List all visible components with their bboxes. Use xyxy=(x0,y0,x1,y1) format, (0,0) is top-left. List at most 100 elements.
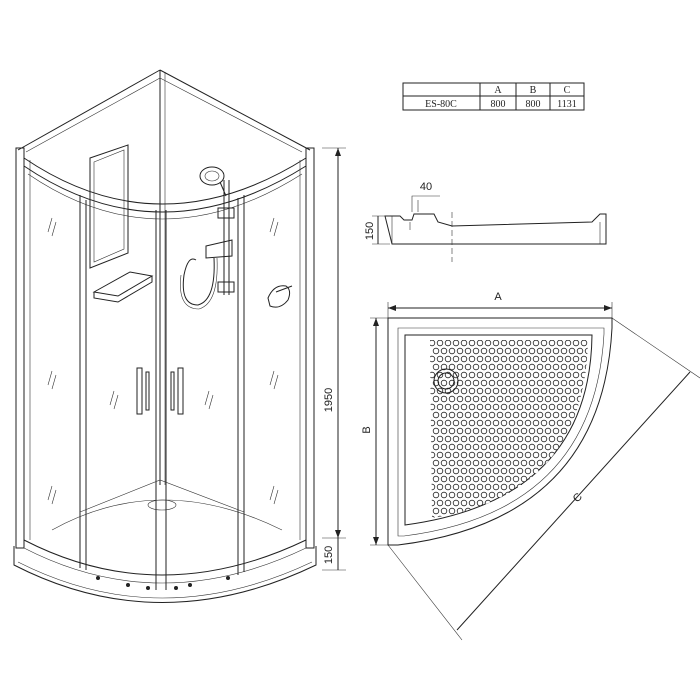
pattern-dot xyxy=(560,347,568,355)
pattern-dot xyxy=(524,340,532,347)
pattern-dot xyxy=(444,499,452,507)
pattern-dot xyxy=(492,451,500,459)
pattern-dot xyxy=(512,475,520,483)
pattern-dot xyxy=(540,451,548,459)
pattern-dot xyxy=(436,435,444,443)
pattern-dot xyxy=(524,419,532,427)
shower-cabin-drawing xyxy=(13,69,317,603)
pattern-dot xyxy=(552,443,560,451)
pattern-dot xyxy=(476,451,484,459)
pattern-dot xyxy=(456,411,464,419)
pattern-dot xyxy=(480,363,488,371)
pattern-dot xyxy=(452,340,460,347)
pattern-dot xyxy=(593,444,599,450)
pattern-dot xyxy=(544,443,552,451)
pattern-dot xyxy=(584,347,588,355)
pattern-dot xyxy=(585,524,591,530)
pattern-dot xyxy=(564,419,572,427)
pattern-dot xyxy=(536,379,544,387)
tray-top-view-drawing: A B C xyxy=(361,291,700,641)
pattern-dot xyxy=(544,459,552,467)
pattern-dot xyxy=(572,467,580,475)
pattern-dot xyxy=(492,355,500,363)
pattern-dot xyxy=(552,427,560,435)
pattern-dot xyxy=(468,355,476,363)
pattern-dot xyxy=(500,419,508,427)
pattern-dot xyxy=(516,451,524,459)
pattern-dot xyxy=(460,340,468,347)
pattern-dot xyxy=(460,371,468,379)
pattern-dot xyxy=(556,435,564,443)
pattern-dot xyxy=(528,395,536,403)
pattern-dot xyxy=(540,340,548,347)
tray-drain-icon xyxy=(433,368,459,394)
pattern-dot xyxy=(576,379,584,387)
pattern-dot xyxy=(460,515,468,518)
pattern-dot xyxy=(584,475,588,483)
pattern-dot xyxy=(568,411,576,419)
pattern-dot xyxy=(540,403,548,411)
pattern-dot xyxy=(500,403,508,411)
pattern-dot xyxy=(504,491,512,499)
pattern-dot xyxy=(504,475,512,483)
pattern-dot xyxy=(540,499,548,507)
pattern-dot xyxy=(597,340,603,346)
value-a-cell: 800 xyxy=(491,99,506,110)
pattern-dot xyxy=(593,348,599,354)
pattern-dot xyxy=(528,411,536,419)
pattern-dot xyxy=(476,467,484,475)
pattern-dot xyxy=(468,483,476,491)
pattern-dot xyxy=(480,347,488,355)
pattern-dot xyxy=(448,443,456,451)
pattern-dot xyxy=(460,451,468,459)
pattern-dot xyxy=(504,379,512,387)
right-door-handle xyxy=(177,367,184,415)
pattern-dot xyxy=(492,435,500,443)
pattern-dot xyxy=(432,347,440,355)
tray-outer-rim xyxy=(387,317,613,546)
pattern-dot xyxy=(561,524,567,530)
pattern-dot xyxy=(536,347,544,355)
pattern-dot xyxy=(556,419,564,427)
pattern-dot xyxy=(512,363,520,371)
pattern-dot xyxy=(580,467,588,475)
pattern-dot xyxy=(572,403,580,411)
pattern-dot xyxy=(484,499,492,507)
pattern-dot xyxy=(589,468,595,474)
pattern-dot xyxy=(444,483,452,491)
pattern-dot xyxy=(593,380,599,386)
pattern-dot xyxy=(576,507,584,515)
pattern-dot xyxy=(464,363,472,371)
depth-b-label: B xyxy=(361,426,373,433)
pattern-dot xyxy=(552,363,560,371)
pattern-dot xyxy=(524,467,532,475)
pattern-dot xyxy=(480,459,488,467)
pattern-dot xyxy=(488,411,496,419)
pattern-dot xyxy=(564,371,572,379)
pattern-dot xyxy=(572,371,580,379)
pattern-dot xyxy=(476,371,484,379)
pattern-dot xyxy=(568,475,576,483)
pattern-dot xyxy=(512,347,520,355)
pattern-dot xyxy=(456,475,464,483)
pattern-dot xyxy=(552,507,560,515)
pattern-dot xyxy=(456,427,464,435)
pattern-dot xyxy=(548,340,556,347)
pattern-dot xyxy=(488,475,496,483)
tray-base xyxy=(13,546,317,603)
pattern-dot xyxy=(432,427,440,435)
pattern-dot xyxy=(508,435,516,443)
pattern-dot xyxy=(520,411,528,419)
pattern-dot xyxy=(508,451,516,459)
pattern-dot xyxy=(500,371,508,379)
pattern-dot xyxy=(552,347,560,355)
mixer-tap xyxy=(267,285,291,308)
pattern-dot xyxy=(560,443,568,451)
pattern-dot xyxy=(516,435,524,443)
pattern-dot xyxy=(593,396,599,402)
pattern-dot xyxy=(492,419,500,427)
pattern-dot xyxy=(448,363,456,371)
shower-hose xyxy=(182,257,215,306)
glass-reflections xyxy=(47,217,279,505)
pattern-dot xyxy=(504,427,512,435)
